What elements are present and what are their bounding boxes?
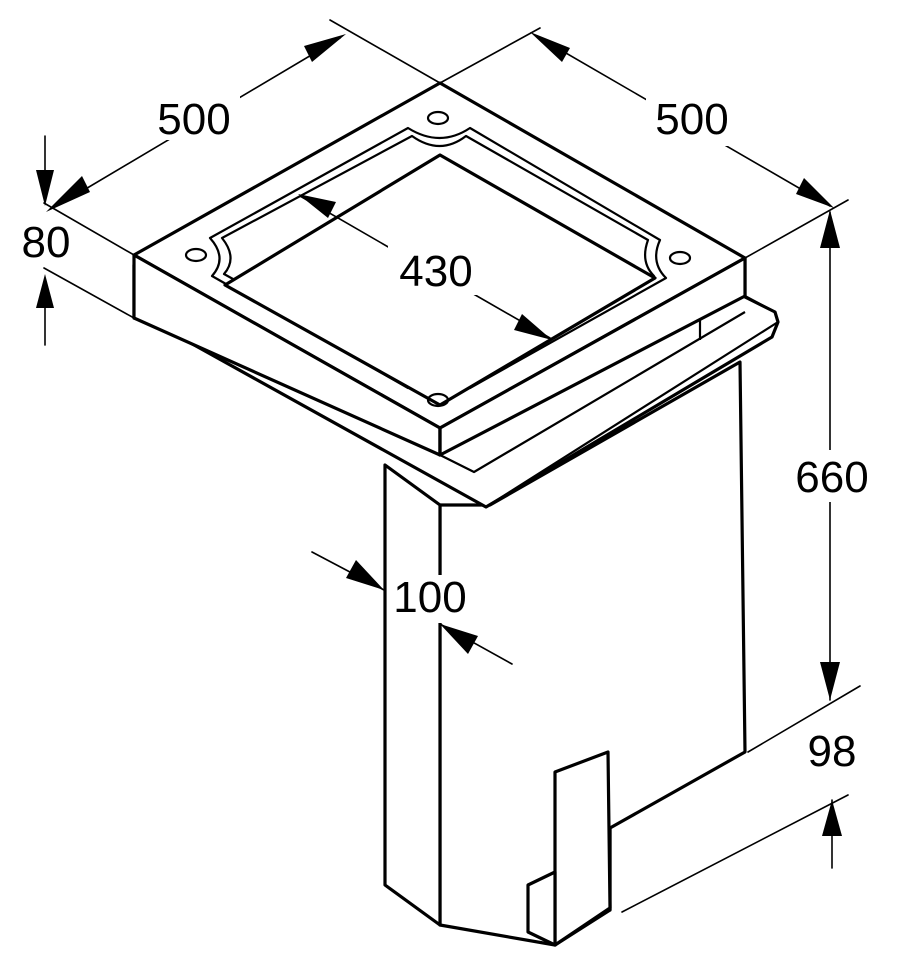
arrow-head	[822, 800, 842, 836]
dim-top-height: 80	[22, 218, 71, 267]
arrow-head	[346, 560, 384, 590]
arrow-head	[36, 274, 54, 308]
arrow-head	[820, 210, 840, 248]
arrow-head	[298, 194, 336, 218]
arrow-head	[530, 32, 570, 62]
dimension-labels: 500 500 80 430 660 100 98	[22, 90, 878, 776]
arrow-head	[36, 170, 54, 206]
dim-top-depth-left: 500	[157, 95, 230, 144]
arrow-head	[514, 314, 552, 340]
dim-opening-width: 430	[399, 247, 472, 296]
arrow-head	[796, 178, 834, 208]
dimension-lines	[36, 32, 842, 869]
extension-lines	[43, 19, 861, 913]
foot-plate	[526, 750, 612, 947]
arrow-head	[46, 176, 90, 212]
dim-top-width-right: 500	[655, 95, 728, 144]
arrow-head	[820, 662, 840, 700]
arrow-head	[304, 34, 346, 62]
arrow-head	[440, 624, 478, 654]
dim-leg-width: 100	[393, 573, 466, 622]
dim-bottom-height: 98	[808, 727, 857, 776]
dim-total-height: 660	[795, 453, 868, 502]
